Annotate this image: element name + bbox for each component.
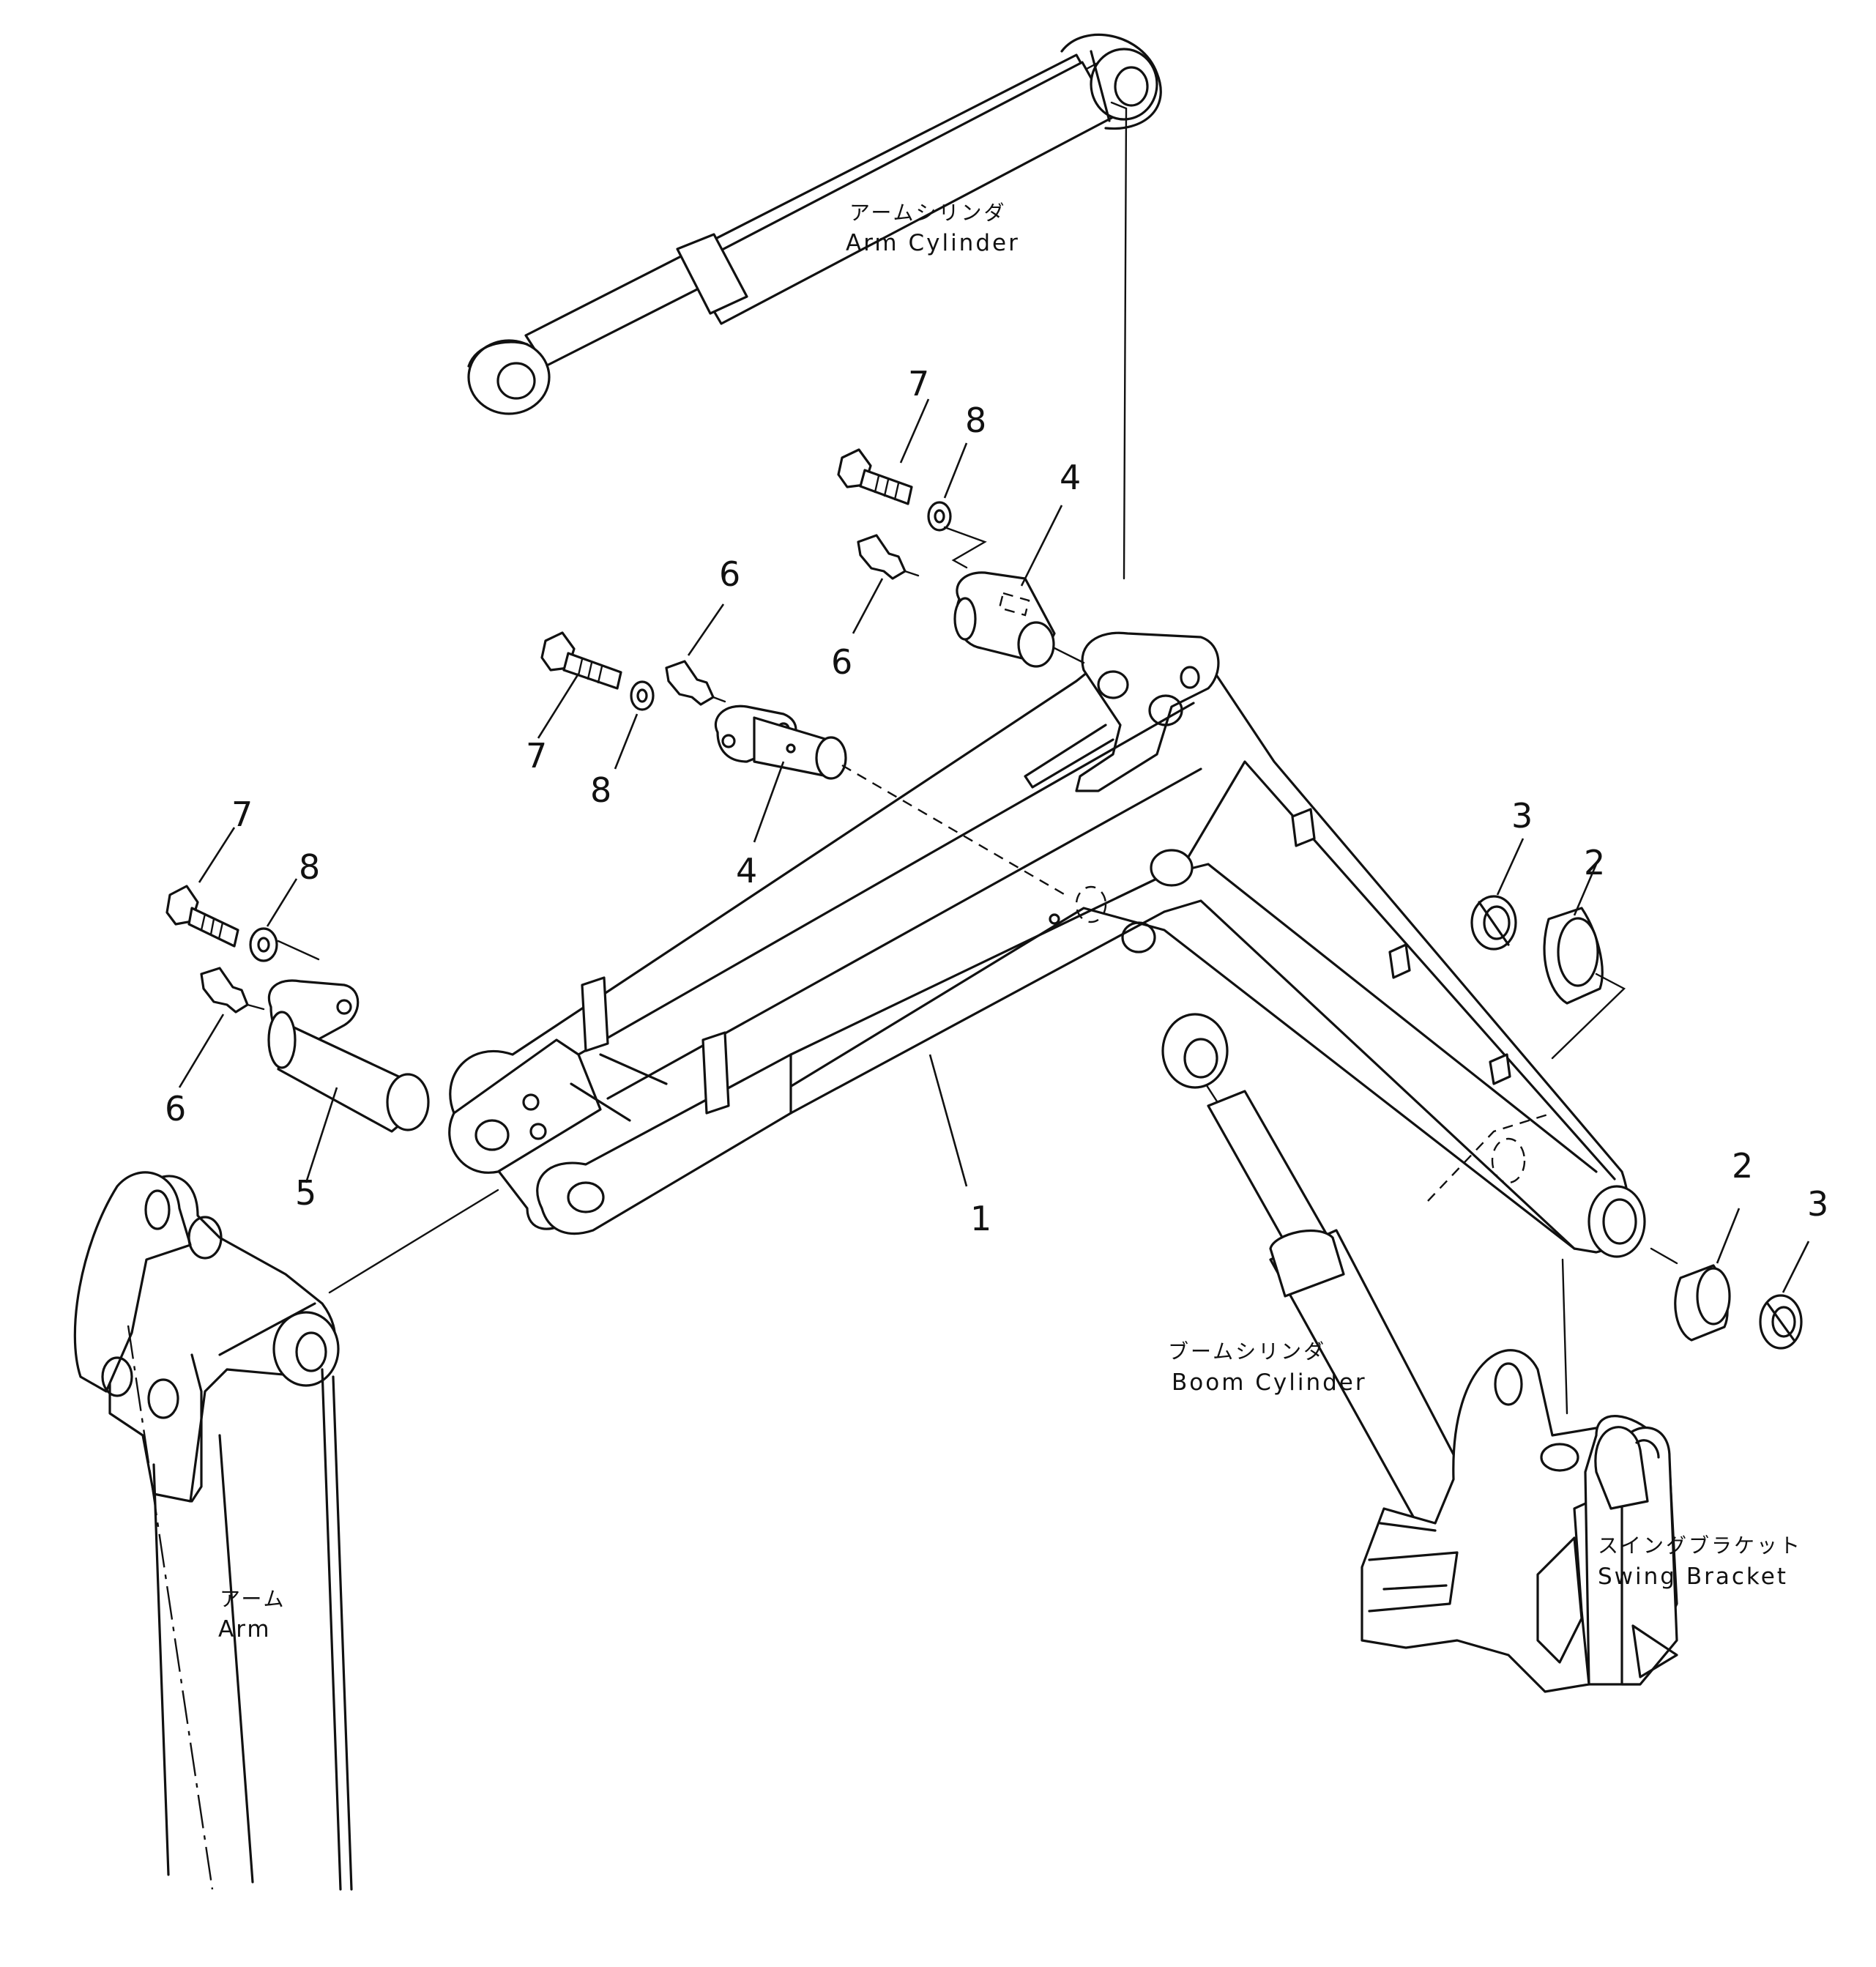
pin-4-upper — [953, 571, 1085, 668]
bolt-lower — [165, 885, 239, 948]
arm-cylinder-label-en: Arm Cylinder — [846, 230, 1020, 256]
arm-cylinder — [467, 33, 1162, 415]
callout-2-right: 2 — [1584, 843, 1605, 882]
callout-3-right: 3 — [1511, 796, 1533, 836]
callout-4-upper: 4 — [1060, 458, 1081, 497]
bolt-middle — [540, 631, 622, 690]
boom-cylinder-label-en: Boom Cylinder — [1172, 1369, 1367, 1396]
washer-middle — [630, 680, 655, 711]
callout-6-lower: 6 — [165, 1089, 186, 1128]
callout-8-lower: 8 — [299, 847, 320, 887]
callout-1: 1 — [970, 1199, 991, 1238]
grease-fitting-lower — [200, 967, 265, 1014]
bushing-right — [1543, 907, 1626, 1060]
callout-2-lower: 2 — [1732, 1146, 1753, 1186]
grease-fitting-middle — [665, 660, 726, 706]
washer-lower — [249, 927, 320, 962]
arm-cylinder-label-jp: アームシリンダ — [849, 201, 1006, 225]
callout-7-middle: 7 — [526, 736, 547, 776]
callout-8-middle: 8 — [590, 770, 611, 810]
arm-label-jp: アーム — [220, 1587, 286, 1611]
callout-6-middle: 6 — [719, 554, 740, 594]
seal-lower — [1759, 1294, 1803, 1350]
swing-bracket-label-jp: スイングブラケット — [1598, 1533, 1802, 1558]
callout-6-upper: 6 — [831, 642, 852, 682]
swing-bracket-label-en: Swing Bracket — [1598, 1563, 1788, 1590]
arm — [73, 1171, 353, 1891]
callout-3-lower: 3 — [1807, 1184, 1828, 1224]
grease-fitting-upper — [857, 534, 920, 580]
callout-5: 5 — [295, 1173, 316, 1213]
callout-7-upper: 7 — [908, 364, 929, 404]
boom — [448, 631, 1646, 1258]
callout-4-middle: 4 — [736, 851, 757, 890]
callout-8-upper: 8 — [965, 401, 986, 440]
bolt-upper — [837, 448, 913, 505]
callout-leader-5 — [305, 1087, 338, 1183]
arm-label-en: Arm — [218, 1616, 272, 1643]
pin-5 — [267, 979, 430, 1133]
callout-7-lower: 7 — [231, 795, 253, 834]
bushing-lower — [1650, 1247, 1731, 1342]
seal-right — [1470, 895, 1517, 951]
swing-bracket — [1361, 1349, 1678, 1693]
pin-4-middle — [714, 704, 1070, 899]
boom-cylinder-label-jp: ブームシリンダ — [1168, 1339, 1326, 1364]
washer-upper — [927, 501, 987, 569]
